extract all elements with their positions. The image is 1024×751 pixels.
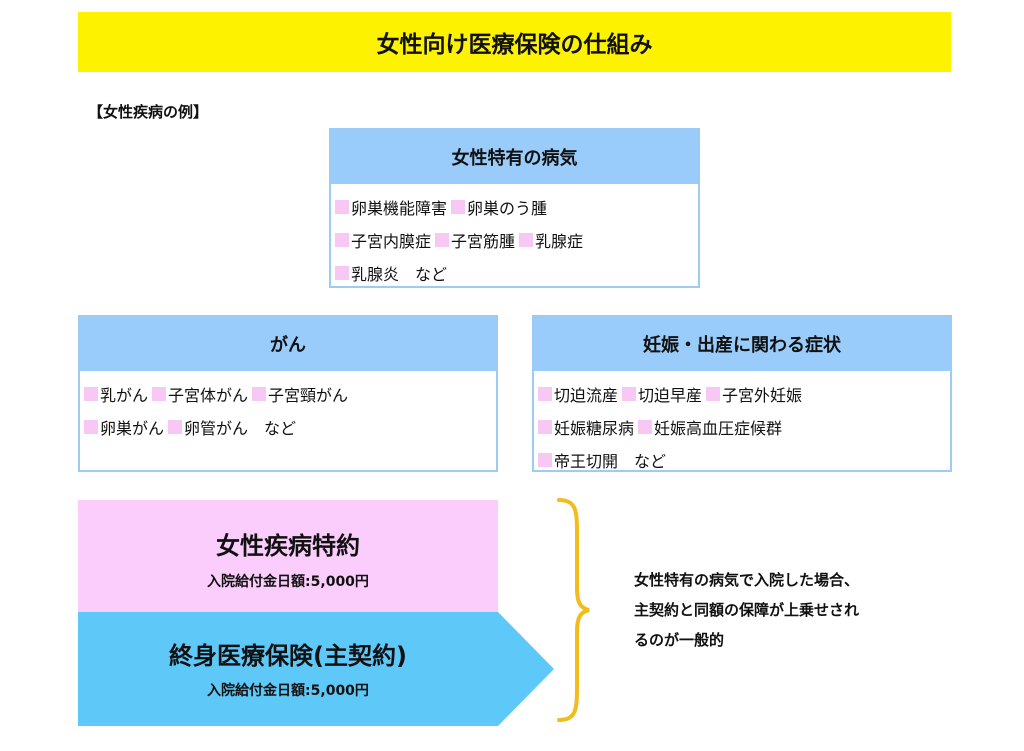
main-insurance-arrow-shape [78, 612, 554, 726]
bullet-square-icon [622, 386, 637, 401]
list-item-text: 卵巣がん [100, 418, 165, 438]
list-line: 卵巣がん卵管がん など [84, 410, 492, 443]
list-item-text: 卵巣のう腫 [467, 198, 548, 218]
section-label: 【女性疾病の例】 [88, 103, 209, 121]
list-item-text: 乳腺炎 など [351, 264, 448, 284]
rider-block: 女性疾病特約 入院給付金日額:5,000円 [78, 500, 498, 612]
list-item: 乳腺症 [519, 228, 583, 252]
list-item-text: 帝王切開 など [554, 451, 667, 471]
bullet-square-icon [152, 386, 167, 401]
list-item-text: 子宮外妊娠 [722, 385, 803, 405]
bullet-square-icon [706, 386, 721, 401]
main-insurance-benefit: 入院給付金日額:5,000円 [207, 683, 369, 699]
list-line: 乳がん子宮体がん子宮頸がん [84, 377, 492, 410]
list-item-text: 切迫早産 [638, 385, 703, 405]
list-item: 乳がん [84, 382, 148, 406]
list-item: 卵管がん など [168, 415, 296, 439]
list-item: 卵巣のう腫 [451, 195, 547, 219]
cancer-heading: がん [80, 317, 496, 371]
rider-title: 女性疾病特約 [216, 532, 360, 560]
list-item-text: 乳腺症 [535, 231, 584, 251]
list-line: 卵巣機能障害卵巣のう腫 [335, 190, 694, 223]
list-item-text: 子宮頸がん [268, 385, 349, 405]
pregnancy-box: 妊娠・出産に関わる症状 切迫流産切迫早産子宮外妊娠妊娠糖尿病妊娠高血圧症候群帝王… [532, 315, 952, 472]
list-line: 乳腺炎 など [335, 256, 694, 289]
rider-benefit: 入院給付金日額:5,000円 [207, 574, 369, 590]
main-insurance-title: 終身医療保険(主契約) [169, 642, 407, 670]
list-line: 妊娠糖尿病妊娠高血圧症候群 [538, 410, 946, 443]
bullet-square-icon [252, 386, 267, 401]
bullet-square-icon [538, 386, 552, 401]
list-item: 子宮外妊娠 [706, 382, 802, 406]
list-item-text: 切迫流産 [554, 385, 619, 405]
note-line: るのが一般的 [634, 631, 725, 649]
main-insurance-arrow [78, 612, 554, 726]
bullet-square-icon [335, 232, 349, 247]
note-line: 女性特有の病気で入院した場合、 [634, 571, 860, 589]
list-item: 切迫早産 [622, 382, 702, 406]
list-item-text: 子宮内膜症 [351, 231, 432, 251]
list-line: 切迫流産切迫早産子宮外妊娠 [538, 377, 946, 410]
bullet-square-icon [638, 419, 653, 434]
list-item: 乳腺炎 など [335, 261, 447, 285]
cancer-box: がん 乳がん子宮体がん子宮頸がん卵巣がん卵管がん など [78, 315, 498, 472]
list-item-text: 妊娠糖尿病 [554, 418, 635, 438]
list-item-text: 子宮体がん [168, 385, 249, 405]
pregnancy-list: 切迫流産切迫早産子宮外妊娠妊娠糖尿病妊娠高血圧症候群帝王切開 など [534, 371, 950, 476]
bullet-square-icon [84, 386, 98, 401]
list-item: 帝王切開 など [538, 448, 666, 472]
list-item: 子宮筋腫 [435, 228, 515, 252]
bullet-square-icon [84, 419, 98, 434]
bullet-square-icon [451, 199, 466, 214]
explanation-note: 女性特有の病気で入院した場合、 主契約と同額の保障が上乗せされ るのが一般的 [634, 565, 954, 655]
list-item-text: 妊娠高血圧症候群 [654, 418, 783, 438]
list-item: 子宮体がん [152, 382, 248, 406]
bullet-square-icon [168, 419, 183, 434]
list-item-text: 乳がん [100, 385, 149, 405]
list-line: 子宮内膜症子宮筋腫乳腺症 [335, 223, 694, 256]
list-item-text: 卵巣機能障害 [351, 198, 448, 218]
note-line: 主契約と同額の保障が上乗せされ [634, 601, 860, 619]
list-item: 卵巣がん [84, 415, 164, 439]
list-item-text: 卵管がん など [184, 418, 297, 438]
curly-brace-icon [557, 498, 590, 722]
list-item-text: 子宮筋腫 [451, 231, 516, 251]
list-line: 帝王切開 など [538, 443, 946, 476]
female-specific-heading: 女性特有の病気 [331, 130, 698, 184]
female-specific-box: 女性特有の病気 卵巣機能障害卵巣のう腫子宮内膜症子宮筋腫乳腺症乳腺炎 など [329, 128, 700, 288]
list-item: 切迫流産 [538, 382, 618, 406]
list-item: 卵巣機能障害 [335, 195, 447, 219]
bullet-square-icon [435, 232, 450, 247]
bullet-square-icon [538, 452, 552, 467]
list-item: 子宮頸がん [252, 382, 348, 406]
bullet-square-icon [335, 265, 349, 280]
main-insurance-block: 終身医療保険(主契約) 入院給付金日額:5,000円 [78, 612, 558, 726]
female-specific-list: 卵巣機能障害卵巣のう腫子宮内膜症子宮筋腫乳腺症乳腺炎 など [331, 184, 698, 289]
list-item: 妊娠糖尿病 [538, 415, 634, 439]
bullet-square-icon [519, 232, 534, 247]
pregnancy-heading: 妊娠・出産に関わる症状 [534, 317, 950, 371]
page-title: 女性向け医療保険の仕組み [78, 12, 951, 72]
cancer-list: 乳がん子宮体がん子宮頸がん卵巣がん卵管がん など [80, 371, 496, 443]
list-item: 妊娠高血圧症候群 [638, 415, 782, 439]
bullet-square-icon [335, 199, 349, 214]
list-item: 子宮内膜症 [335, 228, 431, 252]
bullet-square-icon [538, 419, 552, 434]
